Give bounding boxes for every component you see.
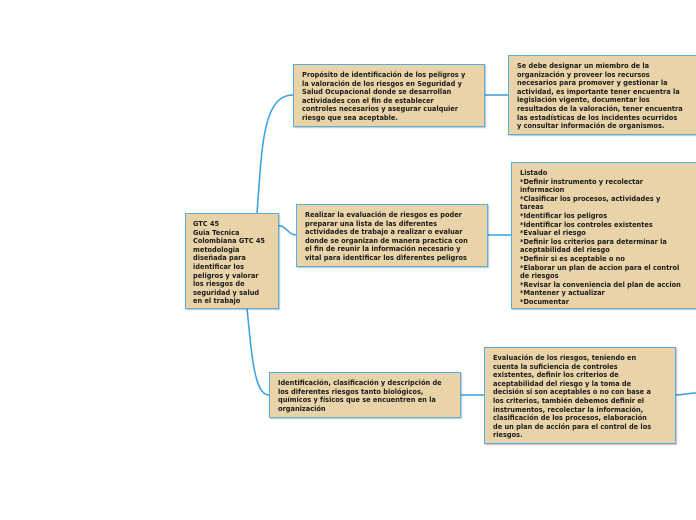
child-node-risk-evaluation[interactable]: Evaluación de los riesgos, teniendo en c… — [484, 347, 676, 444]
connector-root-branch1 — [256, 94, 294, 214]
connector-child3-offscreen — [674, 392, 696, 396]
child-node-listado[interactable]: Listado *Definir instrumento y recolecta… — [511, 162, 696, 309]
branch-node-evaluation[interactable]: Realizar la evaluación de riesgos es pod… — [296, 204, 488, 267]
root-node[interactable]: GTC 45 Guia Tecnica Colombiana GTC 45 me… — [185, 213, 279, 309]
child-node-responsibilities[interactable]: Se debe designar un miembro de la organi… — [508, 55, 696, 135]
branch-node-identification[interactable]: Identificación, clasificación y descripc… — [269, 372, 461, 418]
connector-root-branch3 — [246, 307, 270, 396]
branch-node-purpose[interactable]: Propósito de identificación de los pelig… — [293, 64, 485, 127]
connector-root-branch2 — [277, 225, 297, 236]
